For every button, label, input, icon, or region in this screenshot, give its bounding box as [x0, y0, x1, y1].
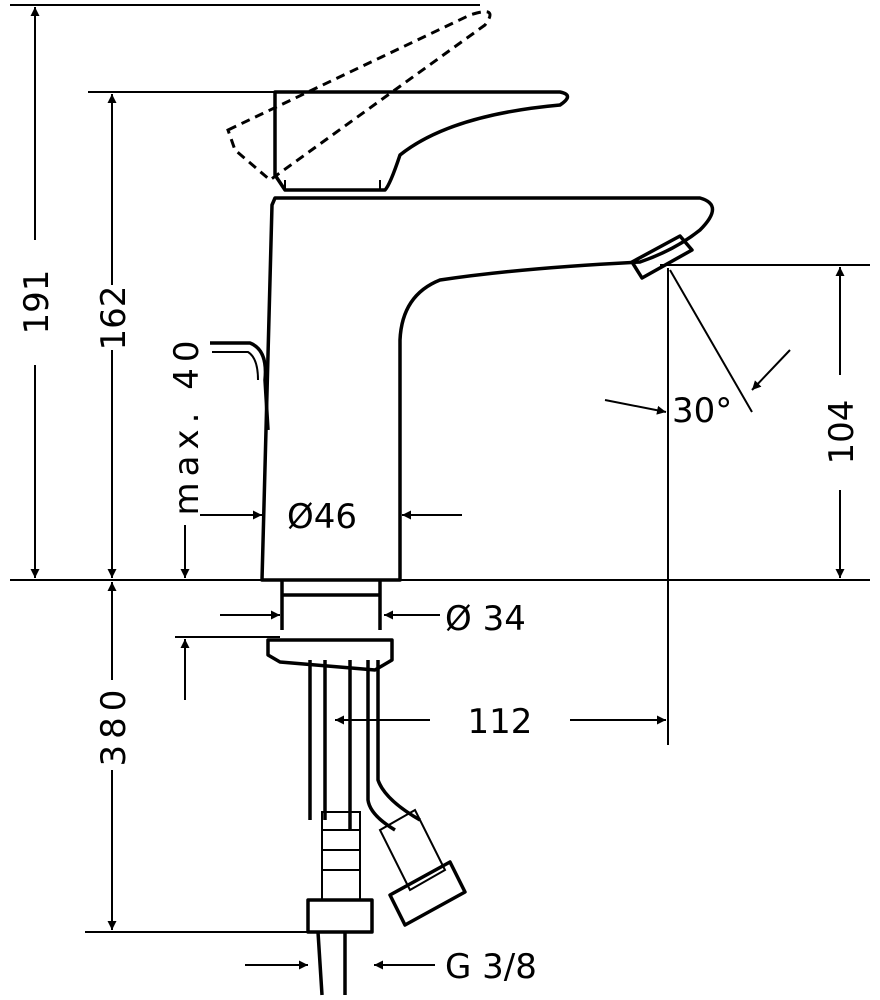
dim-112: 112	[468, 702, 533, 742]
extension-lines	[10, 4, 870, 933]
dimension-lines	[30, 7, 845, 970]
dim-angle-30: 30°	[672, 391, 732, 431]
dim-104: 104	[822, 400, 862, 465]
faucet-outline	[210, 10, 715, 996]
dim-diameter-46: Ø46	[287, 497, 357, 537]
dim-diameter-34: Ø 34	[445, 599, 526, 639]
dim-380: 380	[94, 684, 134, 767]
dim-max-40: max. 40	[167, 335, 207, 516]
dim-191: 191	[17, 270, 57, 335]
dim-162: 162	[94, 286, 134, 351]
dim-thread-g38: G 3/8	[445, 947, 537, 987]
